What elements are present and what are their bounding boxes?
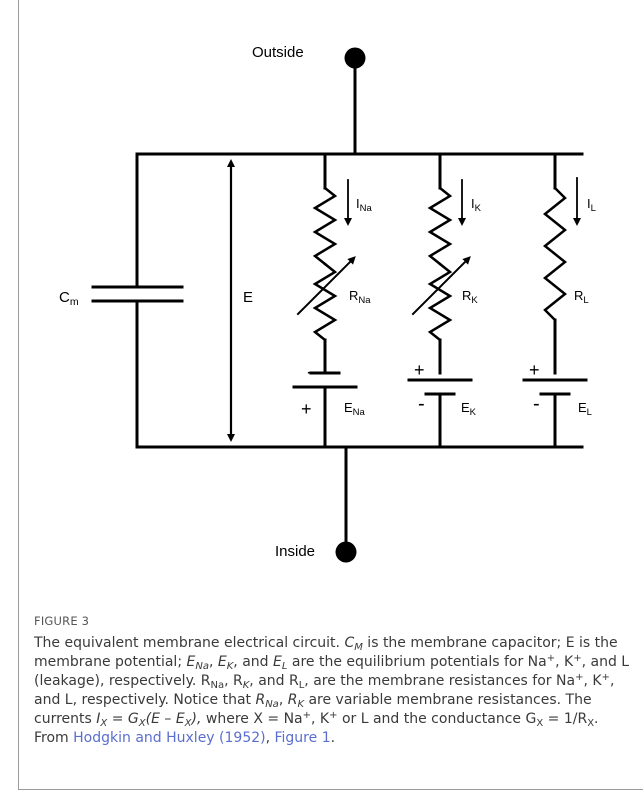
na-emf-label: ENa bbox=[344, 400, 366, 418]
e-label: E bbox=[243, 289, 253, 306]
na-resistor-lower bbox=[312, 262, 338, 342]
outside-label: Outside bbox=[252, 44, 304, 61]
l-current-label: IL bbox=[587, 196, 596, 214]
inside-terminal bbox=[335, 541, 357, 563]
circuit-diagram: Outside Inside Cm E INa IK IL RNa RK RL … bbox=[59, 44, 596, 563]
k-current-label: IK bbox=[471, 196, 482, 214]
na-resistor-upper bbox=[312, 186, 338, 266]
na-current-label: INa bbox=[356, 196, 372, 214]
figure-caption: FIGURE 3 The equivalent membrane electri… bbox=[34, 612, 634, 748]
k-resistor-upper bbox=[427, 186, 453, 266]
na-resistance-label: RNa bbox=[349, 288, 371, 306]
k-plus-sign: + bbox=[414, 360, 425, 380]
na-variable-arrow bbox=[296, 256, 356, 316]
cm-label: Cm bbox=[59, 289, 79, 308]
k-minus-sign: - bbox=[418, 393, 425, 415]
na-plus-sign: + bbox=[301, 399, 312, 419]
citation-link[interactable]: Hodgkin and Huxley (1952) bbox=[73, 730, 266, 746]
figure-frame bbox=[18, 0, 643, 790]
l-minus-sign: - bbox=[533, 393, 540, 415]
figure-number: FIGURE 3 bbox=[34, 614, 90, 628]
k-resistance-label: RK bbox=[462, 288, 478, 306]
l-resistor bbox=[542, 186, 568, 322]
l-emf-label: EL bbox=[578, 400, 592, 418]
l-resistance-label: RL bbox=[574, 288, 589, 306]
k-variable-arrow bbox=[411, 256, 471, 316]
na-minus-sign: - bbox=[307, 361, 314, 383]
k-resistor-lower bbox=[427, 262, 453, 342]
outside-terminal bbox=[344, 47, 366, 69]
figure-link[interactable]: Figure 1 bbox=[274, 730, 331, 746]
caption-text: The equivalent membrane electrical circu… bbox=[34, 635, 630, 746]
inside-label: Inside bbox=[275, 543, 315, 560]
l-plus-sign: + bbox=[529, 360, 540, 380]
k-emf-label: EK bbox=[461, 400, 477, 418]
